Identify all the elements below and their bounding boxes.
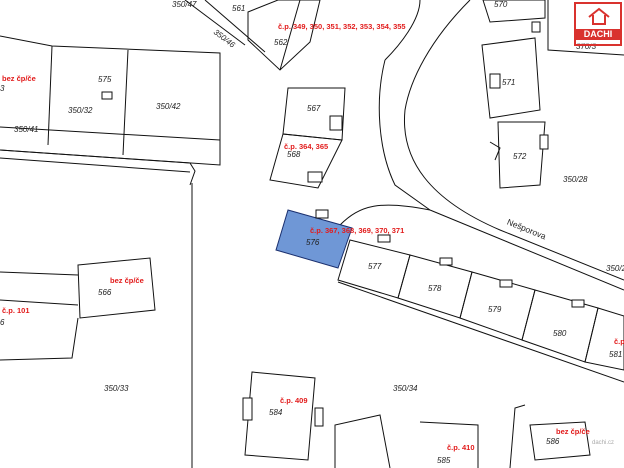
highlighted-building-576[interactable] [275,209,353,269]
parcel-label: 568 [287,150,301,159]
house-logo-icon [588,7,610,25]
building-586 [529,421,591,461]
parcel-label: 577 [368,262,382,271]
house-number-label: č.p. 364, 365 [284,142,329,151]
parcel-boundary [509,404,526,468]
parcel-label: 566 [98,288,112,297]
building-584 [244,371,316,461]
parcel-boundary [279,0,301,71]
house-number-label: bez čp/če [556,427,590,436]
parcel-label: 370/3 [576,42,597,51]
parcel-label: 350/28 [563,175,588,184]
house-number-label: bez čp/če [110,276,144,285]
house-number-label: č.p. 409 [280,396,308,405]
house-number-label: č.p. 101 [2,306,30,315]
parcel-label: 586 [546,437,560,446]
parcel-label: 6 [0,318,5,327]
dachi-logo: DACHI [574,2,622,46]
parcel-boundary [0,149,196,186]
parcel-boundary [0,271,79,276]
building-580 [521,289,599,363]
parcel-label: 581 [609,350,623,359]
building-568 [269,133,343,189]
parcel-boundary [47,45,53,146]
road-edge [378,59,431,211]
building-585 [419,421,479,468]
parcel-label: 350/34 [393,384,418,393]
parcel-label: 562 [274,38,288,47]
parcel-boundary [0,299,79,306]
parcel-label: 350/41 [14,125,39,134]
road-edge [403,0,624,281]
parcel-label: 580 [553,329,567,338]
house-number-label: č.p. 410 [447,443,475,452]
parcel-boundary [489,141,501,161]
parcel-boundary [334,414,391,468]
parcel-label: 578 [428,284,442,293]
parcel-label: 571 [502,78,516,87]
building-570 [482,0,546,23]
parcel-label: 350/33 [104,384,129,393]
building-567 [282,87,346,141]
parcel-boundary [122,49,129,156]
parcel-label: 570 [494,0,508,9]
parcel-boundary [429,209,624,291]
parcel-boundary [337,281,624,383]
parcel-boundary [0,35,221,166]
house-number-label: č.p [614,337,624,346]
parcel-label: 585 [437,456,451,465]
parcel-label: 561 [232,4,246,13]
parcel-label: 576 [306,238,320,247]
parcel-label: 567 [307,104,321,113]
parcel-boundary [184,0,246,46]
parcel-label: 350/2 [606,264,624,273]
building-566 [77,257,156,319]
road-edge [384,0,421,61]
parcel-boundary [547,0,624,56]
house-number-label: č.p. 367, 368, 369, 370, 371 [310,226,405,235]
parcel-label: 584 [269,408,283,417]
parcel-boundary [339,204,431,226]
parcel-label: 572 [513,152,527,161]
parcel-label: 579 [488,305,502,314]
parcel-label: 575 [98,75,112,84]
parcel-boundary [204,0,266,53]
building-572 [497,121,546,189]
house-number-label: bez čp/če [2,74,36,83]
house-number-label: č.p. 349, 350, 351, 352, 353, 354, 355 [278,22,406,31]
building-571 [481,37,541,119]
building-562 [247,0,321,71]
parcel-boundary [0,126,221,141]
watermark: dachi.cz [592,440,615,446]
parcel-label: 350/42 [156,102,181,111]
parcel-label: 350/32 [68,106,93,115]
building-581 [584,307,624,371]
parcel-boundary [0,157,191,173]
brand-name: DACHI [576,29,620,40]
parcel-label: 3 [0,84,5,93]
parcel-boundary [0,317,79,361]
parcel-label: 350/47 [172,0,197,9]
